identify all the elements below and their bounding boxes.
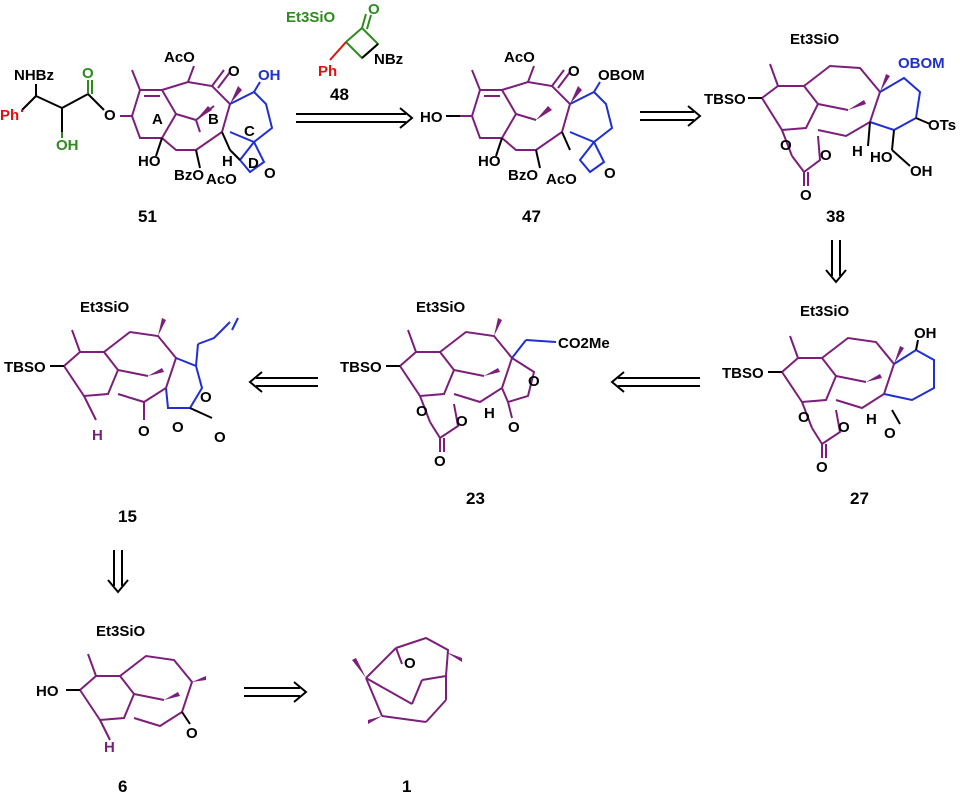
c23-lactone-co-o-label: O (508, 419, 520, 436)
retro-arrow-6-1 (244, 681, 308, 703)
c27-carbonyl-o-label: O (816, 459, 828, 476)
c51-ring-d-label: D (248, 155, 259, 172)
c6-ho-label: HO (36, 683, 59, 700)
c1-epoxide-o-label: O (404, 655, 416, 672)
c51-ester-o-label: O (104, 107, 116, 124)
c38-tbso-label: TBSO (704, 91, 746, 108)
compound-1: O 1 (352, 636, 462, 796)
compound-number-23: 23 (466, 489, 485, 508)
compound-47: AcO O OBOM HO HO BzO AcO O 47 (420, 49, 645, 226)
c48-nbz-label: NBz (374, 51, 403, 68)
retro-arrow-15-23 (248, 371, 318, 393)
retro-arrow-38-27 (825, 240, 847, 284)
c38-oh-label: OH (910, 163, 933, 180)
c23-tbso-label: TBSO (340, 359, 382, 376)
compound-number-51: 51 (138, 207, 157, 226)
compound-48: Et3SiO O NBz Ph 48 (286, 1, 403, 104)
c15-ring-o2-label: O (172, 419, 184, 436)
c51-bzo-label: BzO (174, 167, 204, 184)
c47-obom-label: OBOM (598, 67, 645, 84)
c48-o-label: O (368, 1, 380, 18)
c23-o1-label: O (416, 403, 428, 420)
c15-ketone-o-label: O (138, 423, 150, 440)
c47-bzo-label: BzO (508, 167, 538, 184)
compound-number-48: 48 (330, 85, 349, 104)
c51-ketone-o-label: O (228, 63, 240, 80)
c51-aco-bottom-label: AcO (206, 171, 237, 188)
c23-et3sio-label: Et3SiO (416, 299, 466, 316)
c27-ketone-o-label: O (884, 425, 896, 442)
compound-51: NHBz Ph OH O O AcO O OH HO BzO AcO H O A… (0, 49, 281, 226)
compound-23: Et3SiO CO2Me TBSO O O O O H O 23 (340, 299, 610, 508)
c51-nhbz-label: NHBz (14, 67, 54, 84)
c47-ho-left-label: HO (420, 109, 443, 126)
compound-15: Et3SiO TBSO O O O O H 15 (4, 299, 239, 526)
c38-h-label: H (852, 143, 863, 160)
c27-tbso-label: TBSO (722, 365, 764, 382)
compound-38: Et3SiO OBOM TBSO O O O H HO OH OTs 38 (704, 31, 956, 226)
retro-arrow-15-6 (107, 550, 129, 594)
compound-27: Et3SiO OH TBSO O O O H O 27 (722, 303, 937, 508)
c27-oh-label: OH (914, 325, 937, 342)
c23-lactone-o-label: O (528, 373, 540, 390)
c38-o1-label: O (780, 137, 792, 154)
retro-arrow-47-38 (640, 105, 702, 127)
c27-o2-label: O (838, 419, 850, 436)
c51-oh-side-label: OH (56, 137, 79, 154)
compound-number-47: 47 (522, 207, 541, 226)
c15-h-label: H (92, 427, 103, 444)
c38-et3sio-label: Et3SiO (790, 31, 840, 48)
c38-obom-label: OBOM (898, 55, 945, 72)
c38-o2-label: O (820, 147, 832, 164)
c51-ph-label: Ph (0, 107, 19, 124)
c6-et3sio-label: Et3SiO (96, 623, 146, 640)
c48-ph-label: Ph (318, 63, 337, 80)
retro-arrow-51-47 (296, 107, 414, 129)
c51-carbonyl-o-label: O (82, 65, 94, 82)
c51-aco-top-label: AcO (164, 49, 195, 66)
c6-ketone-o-label: O (186, 725, 198, 742)
compound-6: Et3SiO HO O H 6 (36, 623, 206, 796)
c38-ho-label: HO (870, 149, 893, 166)
c51-oh-top-label: OH (258, 67, 281, 84)
c23-carbonyl-o-label: O (434, 453, 446, 470)
c6-h-label: H (104, 739, 115, 756)
c51-ring-a-label: A (152, 111, 163, 128)
c23-co2me-label: CO2Me (558, 335, 610, 352)
c27-et3sio-label: Et3SiO (800, 303, 850, 320)
c47-oxetane-o-label: O (604, 165, 616, 182)
c51-ring-c-label: C (244, 123, 255, 140)
compound-number-1: 1 (402, 777, 411, 796)
c47-aco-bottom-label: AcO (546, 171, 577, 188)
c47-ketone-o-label: O (568, 63, 580, 80)
c47-ho-bottom-label: HO (478, 153, 501, 170)
compound-number-15: 15 (118, 507, 137, 526)
c48-et3sio-label: Et3SiO (286, 9, 336, 26)
c23-h-label: H (484, 405, 495, 422)
retro-arrow-23-27 (610, 371, 700, 393)
c51-oxetane-o-label: O (264, 165, 276, 182)
c27-o1-label: O (798, 409, 810, 426)
c15-ring-o-label: O (200, 389, 212, 406)
compound-number-6: 6 (118, 777, 127, 796)
c47-aco-top-label: AcO (504, 49, 535, 66)
c38-carbonyl-o-label: O (800, 187, 812, 204)
c15-tbso-label: TBSO (4, 359, 46, 376)
c51-ring-b-label: B (208, 111, 219, 128)
c38-ots-label: OTs (928, 117, 956, 134)
c51-ho-bottom-label: HO (138, 153, 161, 170)
compound-number-27: 27 (850, 489, 869, 508)
c27-h-label: H (866, 411, 877, 428)
c15-carbonyl-o-label: O (214, 429, 226, 446)
compound-number-38: 38 (826, 207, 845, 226)
c51-h-label: H (222, 153, 233, 170)
c15-et3sio-label: Et3SiO (80, 299, 130, 316)
c23-o2-label: O (456, 413, 468, 430)
